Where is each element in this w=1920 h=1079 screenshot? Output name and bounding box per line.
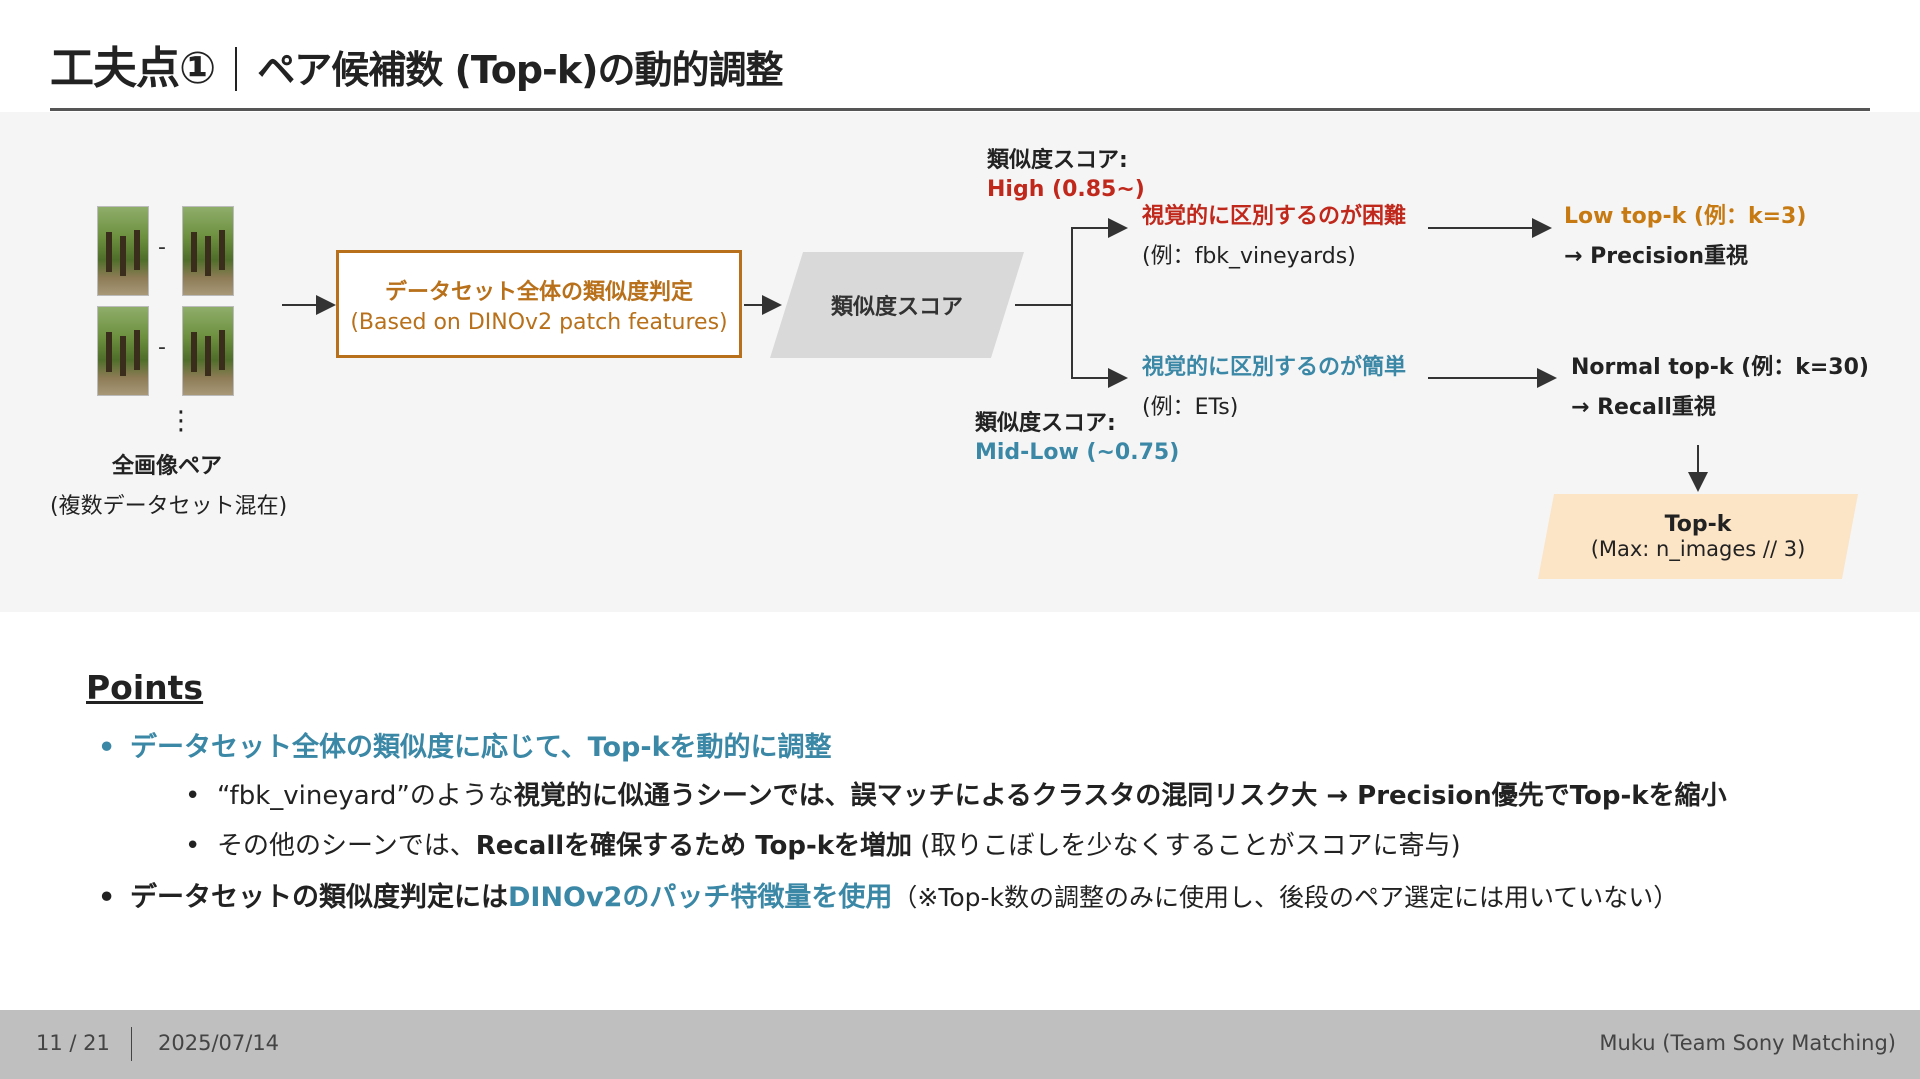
point-2-blue: DINOv2のパッチ特徴量を使用 bbox=[508, 882, 893, 913]
bullet: • bbox=[98, 732, 116, 763]
low-topk-note: → Precision重視 bbox=[1564, 244, 1748, 269]
pairs-sublabel: (複数データセット混在) bbox=[50, 494, 288, 519]
topk-node-title: Top-k bbox=[1664, 512, 1732, 537]
similarity-score-node: 類似度スコア bbox=[770, 252, 1024, 358]
page-title: 工夫点① ペア候補数 (Top-k)の動的調整 bbox=[50, 32, 783, 96]
pair-dash-2: - bbox=[158, 335, 166, 360]
high-score-value: High (0.85~) bbox=[987, 177, 1145, 202]
high-score-label: 類似度スコア: bbox=[987, 148, 1128, 173]
hard-to-distinguish-label: 視覚的に区別するのが困難 bbox=[1142, 204, 1407, 229]
footer-separator bbox=[131, 1027, 132, 1061]
point-1-text: データセット全体の類似度に応じて、Top-kを動的に調整 bbox=[130, 732, 832, 763]
eval-box-subtitle: (Based on DINOv2 patch features) bbox=[350, 309, 728, 335]
pairs-ellipsis: ⋮ bbox=[168, 406, 194, 436]
low-topk-label: Low top-k (例：k=3) bbox=[1564, 204, 1807, 229]
pairs-label: 全画像ペア bbox=[112, 454, 223, 479]
bullet: • bbox=[185, 781, 201, 811]
title-separator bbox=[235, 47, 238, 91]
vineyard-thumbnail-1b bbox=[182, 206, 234, 296]
normal-topk-note: → Recall重視 bbox=[1571, 395, 1716, 420]
point-1a-bold: 視覚的に似通うシーンでは、誤マッチによるクラスタの混同リスク大 → Precis… bbox=[513, 781, 1727, 811]
easy-example: (例：ETs) bbox=[1142, 395, 1239, 420]
vineyard-thumbnail-2a bbox=[97, 306, 149, 396]
pair-dash-1: - bbox=[158, 235, 166, 260]
title-rule bbox=[50, 108, 1870, 111]
title-main: 工夫点① bbox=[50, 43, 216, 94]
low-score-label: 類似度スコア: bbox=[975, 411, 1116, 436]
eval-box-title: データセット全体の類似度判定 bbox=[384, 279, 693, 305]
bullet: • bbox=[98, 882, 116, 913]
points-heading: Points bbox=[86, 668, 204, 707]
footer-date: 2025/07/14 bbox=[158, 1031, 280, 1055]
vineyard-thumbnail-1a bbox=[97, 206, 149, 296]
low-score-value: Mid-Low (~0.75) bbox=[975, 440, 1180, 465]
point-1b-post: (取りこぼしを少なくすることがスコアに寄与) bbox=[912, 831, 1461, 861]
point-2-bold: データセットの類似度判定には bbox=[130, 882, 508, 913]
point-1b-pre: その他のシーンでは、 bbox=[217, 831, 476, 861]
title-sub: ペア候補数 (Top-k)の動的調整 bbox=[257, 48, 783, 92]
topk-result-node: Top-k (Max: n_images // 3) bbox=[1538, 494, 1858, 579]
point-1a: • “fbk_vineyard”のような視覚的に似通うシーンでは、誤マッチによるク… bbox=[185, 775, 1727, 812]
topk-node-subtitle: (Max: n_images // 3) bbox=[1590, 537, 1806, 561]
arrow-to-easy bbox=[1071, 305, 1128, 388]
hard-example: (例：fbk_vineyards) bbox=[1142, 244, 1356, 269]
point-1b: • その他のシーンでは、Recallを確保するため Top-kを増加 (取りこぼし… bbox=[185, 825, 1461, 862]
normal-topk-label: Normal top-k (例：k=30) bbox=[1571, 355, 1869, 380]
bullet: • bbox=[185, 831, 201, 861]
similarity-evaluation-box: データセット全体の類似度判定 (Based on DINOv2 patch fe… bbox=[336, 250, 742, 358]
point-1a-pre: “fbk_vineyard”のような bbox=[217, 781, 514, 811]
point-1b-bold: Recallを確保するため Top-kを増加 bbox=[475, 831, 913, 861]
footer-author: Muku (Team Sony Matching) bbox=[1599, 1031, 1896, 1055]
easy-to-distinguish-label: 視覚的に区別するのが簡単 bbox=[1142, 355, 1407, 380]
footer-bar bbox=[0, 1010, 1920, 1079]
point-2: • データセットの類似度判定にはDINOv2のパッチ特徴量を使用（※Top-k数の… bbox=[98, 875, 1678, 914]
arrow-to-hard bbox=[1071, 218, 1128, 305]
point-1: • データセット全体の類似度に応じて、Top-kを動的に調整 bbox=[98, 725, 832, 764]
vineyard-thumbnail-2b bbox=[182, 306, 234, 396]
page-number: 11 / 21 bbox=[36, 1031, 110, 1055]
score-node-label: 類似度スコア bbox=[830, 295, 963, 320]
point-2-post: （※Top-k数の調整のみに使用し、後段のペア選定には用いていない） bbox=[892, 883, 1679, 912]
